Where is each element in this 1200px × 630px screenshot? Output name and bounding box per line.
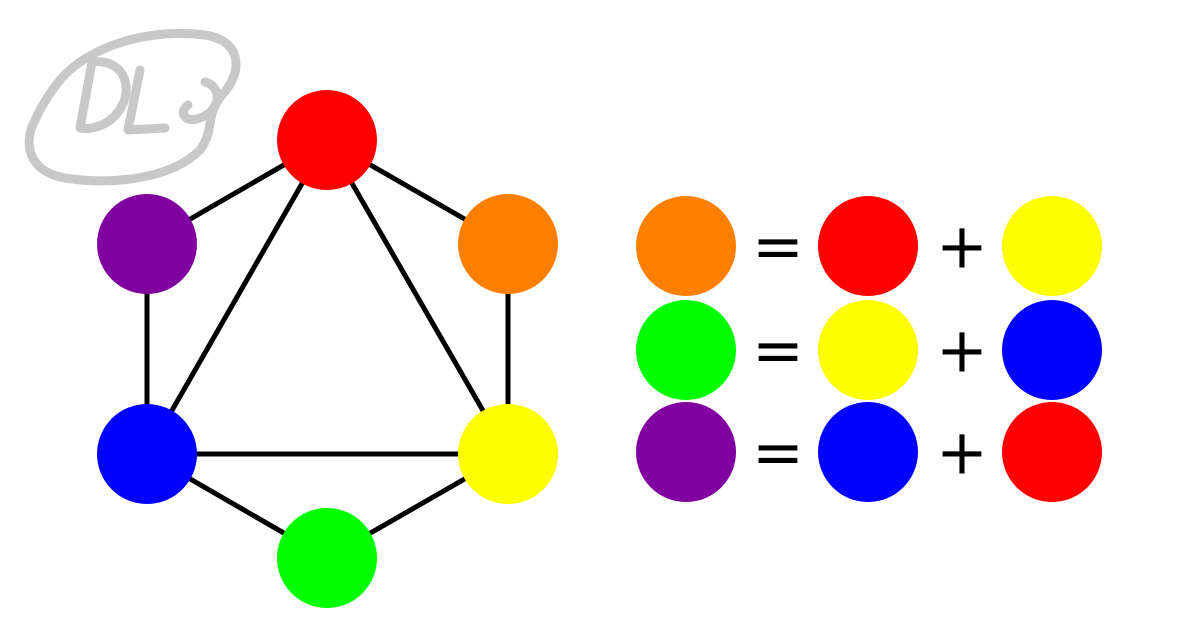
equation-operand-red [818, 196, 918, 296]
equation-row-orange: =+ [636, 196, 1102, 296]
equation-row-green: =+ [636, 300, 1102, 400]
logo-letter-d [75, 57, 131, 133]
equals-sign: = [752, 314, 804, 387]
equals-sign: = [752, 210, 804, 283]
plus-sign: + [936, 210, 988, 283]
equation-operand-yellow [1002, 196, 1102, 296]
logo-letter-l [123, 65, 170, 135]
wheel-node-blue [97, 404, 197, 504]
wheel-node-purple [97, 194, 197, 294]
equation-result-orange [636, 196, 736, 296]
equation-operand-blue [818, 402, 918, 502]
logo-outline [24, 28, 241, 186]
equation-operand-blue [1002, 300, 1102, 400]
connector-blue-red [144, 138, 330, 456]
equation-result-green [636, 300, 736, 400]
wheel-node-yellow [458, 404, 558, 504]
equation-operand-red [1002, 402, 1102, 502]
color-wheel [97, 90, 558, 608]
equals-sign: = [752, 416, 804, 489]
logo-swirl [178, 77, 222, 124]
connector-red-yellow [324, 138, 511, 456]
wheel-node-red [277, 90, 377, 190]
color-wheel-connectors [144, 137, 511, 561]
equation-result-purple [636, 402, 736, 502]
mixing-equations: =+=+=+ [636, 196, 1102, 502]
equation-operand-yellow [818, 300, 918, 400]
wheel-node-green [277, 508, 377, 608]
plus-sign: + [936, 416, 988, 489]
wheel-node-orange [458, 194, 558, 294]
equation-row-purple: =+ [636, 402, 1102, 502]
dl-logo [24, 28, 241, 186]
plus-sign: + [936, 314, 988, 387]
